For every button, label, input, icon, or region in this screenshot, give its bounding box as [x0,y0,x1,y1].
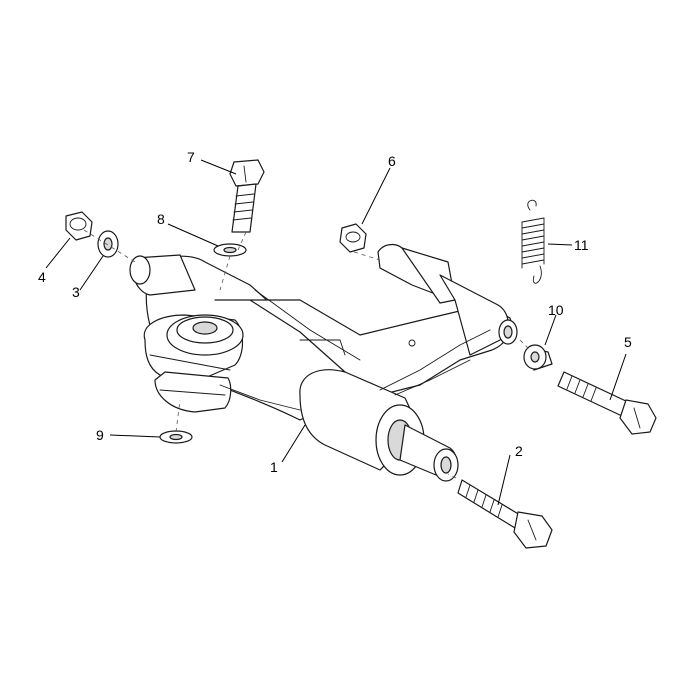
leader-7 [200,159,237,175]
callout-10: 10 [548,302,564,318]
bolt-part-2 [457,479,553,549]
washer-part-9 [159,430,193,444]
nut-part-4 [65,211,93,241]
callout-2: 2 [515,443,523,459]
leader-10 [544,314,557,346]
leader-6 [361,167,391,225]
callout-11: 11 [574,237,589,253]
leader-3 [79,255,104,291]
leader-lines [45,159,627,506]
callout-8: 8 [157,211,165,227]
leader-2 [497,454,511,506]
callout-3: 3 [72,284,80,300]
washer-part-8 [213,243,247,257]
callout-labels: 1 2 3 4 5 6 7 8 9 10 11 [38,149,632,475]
callout-9: 9 [96,427,104,443]
spring-part-11 [521,199,545,284]
spacer-part-10 [523,344,553,371]
leader-9 [109,434,161,438]
callout-1: 1 [270,459,278,475]
leader-4 [45,237,71,269]
callout-4: 4 [38,269,46,285]
swing-arm [129,243,518,482]
leader-11 [547,243,573,246]
callout-6: 6 [388,153,396,169]
callout-5: 5 [624,334,632,350]
leader-5 [609,353,627,401]
callout-7: 7 [187,149,195,165]
washer-part-3 [97,230,119,258]
nut-part-6 [339,223,367,253]
assembly-axes [83,229,531,479]
bolt-part-7 [229,159,265,233]
bolt-part-5 [557,371,657,435]
leader-8 [167,223,219,247]
leader-1 [281,424,306,463]
bushing-assembly [143,314,244,413]
